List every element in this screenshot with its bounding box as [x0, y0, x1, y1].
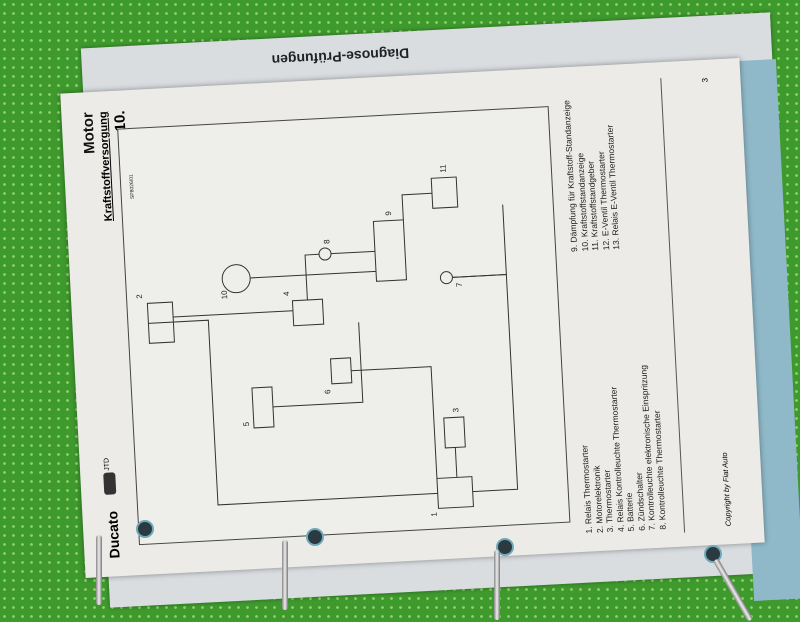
- binder-hole: [496, 538, 514, 556]
- label-3: 3: [451, 407, 460, 412]
- diagram-code: SP8026/01: [129, 174, 136, 199]
- relay-4: [291, 298, 325, 327]
- lamp-7: [439, 271, 453, 285]
- label-4: 4: [282, 291, 291, 296]
- label-2: 2: [135, 294, 144, 299]
- legend-left: 1. Relais Thermostarter 2. Motorelektron…: [575, 364, 668, 534]
- ignition-6: [329, 357, 353, 385]
- legend-right: 9. Dämpfung für Kraftstoff-Standanzeige …: [561, 98, 621, 253]
- back-page-header: Diagnose-Prüfungen: [271, 45, 410, 69]
- lamp-8: [318, 247, 332, 261]
- label-11: 11: [438, 164, 447, 173]
- wiring-diagram-svg: 1 2 3 4 5 6 7 8 9 10 11 SP8026/01: [129, 164, 519, 517]
- relay-1: [436, 476, 474, 509]
- binder-ring: [96, 535, 102, 605]
- label-9: 9: [384, 210, 393, 215]
- binder-ring: [494, 550, 500, 620]
- gauge-10: [221, 264, 251, 294]
- brand-badge: [103, 472, 117, 495]
- brand-logo: Ducato: [104, 510, 123, 559]
- binder-ring: [282, 540, 288, 610]
- page-number: 3: [700, 77, 710, 83]
- copyright: Copyright by Fiat Auto: [719, 452, 733, 527]
- label-10: 10: [220, 290, 229, 300]
- binder-hole: [306, 528, 324, 546]
- label-1: 1: [430, 511, 439, 516]
- wiring-diagram: 1 2 3 4 5 6 7 8 9 10 11 SP8026/01: [117, 106, 571, 546]
- brand-suffix: JTD: [103, 457, 112, 471]
- sender-11: [430, 176, 459, 209]
- label-8: 8: [322, 239, 331, 244]
- manual-page: Ducato JTD Motor Kraftstoffversorgung 10…: [60, 58, 765, 578]
- binder-hole: [136, 520, 154, 538]
- label-6: 6: [323, 389, 332, 394]
- battery-5: [251, 386, 275, 429]
- label-7: 7: [455, 282, 464, 287]
- page-title: Motor: [79, 111, 99, 155]
- damping-9: [372, 219, 408, 282]
- label-5: 5: [242, 421, 251, 426]
- thermostarter-3: [443, 416, 466, 449]
